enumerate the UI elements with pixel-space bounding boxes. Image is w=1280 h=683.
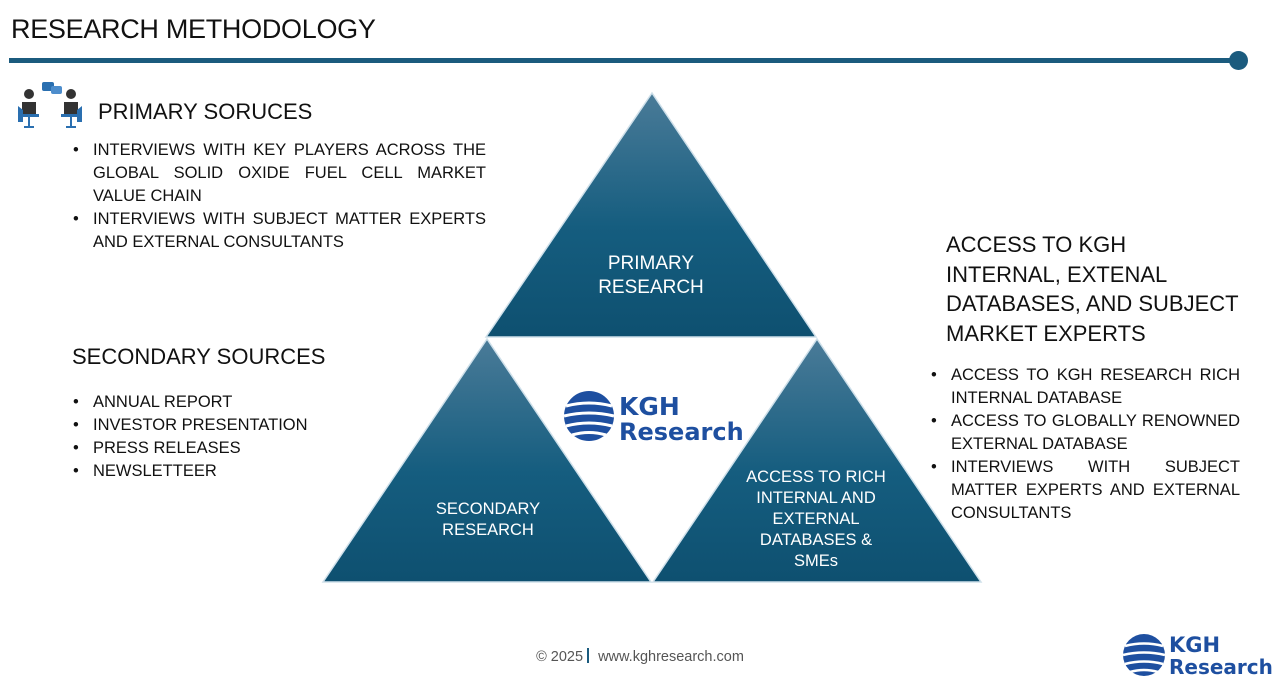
- access-databases-label-line: ACCESS TO RICH: [746, 468, 886, 486]
- primary-research-label: PRIMARY RESEARCH: [571, 252, 731, 300]
- list-item: INTERVIEWS WITH KEY PLAYERS ACROSS THE G…: [72, 139, 486, 208]
- access-heading-line: MARKET EXPERTS: [946, 320, 1146, 346]
- list-item: INTERVIEWS WITH SUBJECT MATTER EXPERTS A…: [930, 456, 1240, 525]
- list-item: ANNUAL REPORT: [72, 391, 372, 414]
- footer: © 2025 www.kghresearch.com: [0, 648, 1280, 665]
- primary-sources-list: INTERVIEWS WITH KEY PLAYERS ACROSS THE G…: [72, 139, 486, 254]
- title-underline: [9, 58, 1239, 63]
- primary-research-label-line: PRIMARY: [607, 253, 695, 274]
- list-item: NEWSLETTEER: [72, 460, 372, 483]
- footer-url[interactable]: www.kghresearch.com: [598, 649, 744, 665]
- logo-line2: Research: [1169, 655, 1272, 678]
- logo-line2: Research: [619, 418, 744, 444]
- logo-line1: KGH: [1169, 633, 1220, 657]
- secondary-research-label-line: SECONDARY: [435, 500, 541, 518]
- secondary-research-label: SECONDARY RESEARCH: [408, 499, 568, 541]
- access-databases-label-line: INTERNAL AND: [756, 489, 876, 507]
- list-item: ACCESS TO GLOBALLY RENOWNED EXTERNAL DAT…: [930, 410, 1240, 456]
- list-item: INTERVIEWS WITH SUBJECT MATTER EXPERTS A…: [72, 208, 486, 254]
- access-databases-label-line: EXTERNAL: [772, 510, 860, 528]
- access-databases-label-line: SMEs: [793, 552, 838, 570]
- secondary-sources-list: ANNUAL REPORT INVESTOR PRESENTATION PRES…: [72, 391, 372, 483]
- footer-separator: [587, 648, 590, 663]
- access-databases-label-line: DATABASES &: [759, 531, 873, 549]
- primary-research-triangle: [484, 91, 818, 338]
- access-heading: ACCESS TO KGH INTERNAL, EXTENAL DATABASE…: [946, 230, 1266, 348]
- access-databases-label: ACCESS TO RICH INTERNAL AND EXTERNAL DAT…: [726, 467, 906, 572]
- secondary-research-triangle: [321, 337, 653, 583]
- secondary-sources-heading: SECONDARY SOURCES: [72, 344, 326, 369]
- access-heading-line: DATABASES, AND SUBJECT: [946, 291, 1239, 316]
- globe-icon: [1122, 634, 1166, 676]
- title-underline-dot: [1229, 51, 1248, 70]
- list-item: PRESS RELEASES: [72, 437, 372, 460]
- copyright-text: © 2025: [536, 649, 584, 665]
- primary-research-label-line: RESEARCH: [598, 277, 704, 298]
- logo-line1: KGH: [619, 392, 680, 421]
- meeting-people-icon: [18, 82, 82, 128]
- access-list: ACCESS TO KGH RESEARCH RICH INTERNAL DAT…: [930, 364, 1240, 525]
- list-item: INVESTOR PRESENTATION: [72, 414, 372, 437]
- access-heading-line: ACCESS TO KGH: [946, 232, 1127, 257]
- kgh-research-corner-logo: KGH Research: [1122, 633, 1272, 678]
- kgh-research-logo: KGH Research: [563, 391, 744, 444]
- list-item: ACCESS TO KGH RESEARCH RICH INTERNAL DAT…: [930, 364, 1240, 410]
- secondary-research-label-line: RESEARCH: [442, 521, 534, 539]
- globe-icon: [563, 391, 615, 441]
- access-heading-line: INTERNAL, EXTENAL: [946, 261, 1168, 287]
- page-title: RESEARCH METHODOLOGY: [11, 14, 376, 44]
- primary-sources-heading: PRIMARY SORUCES: [98, 99, 313, 124]
- access-databases-triangle: [651, 337, 983, 583]
